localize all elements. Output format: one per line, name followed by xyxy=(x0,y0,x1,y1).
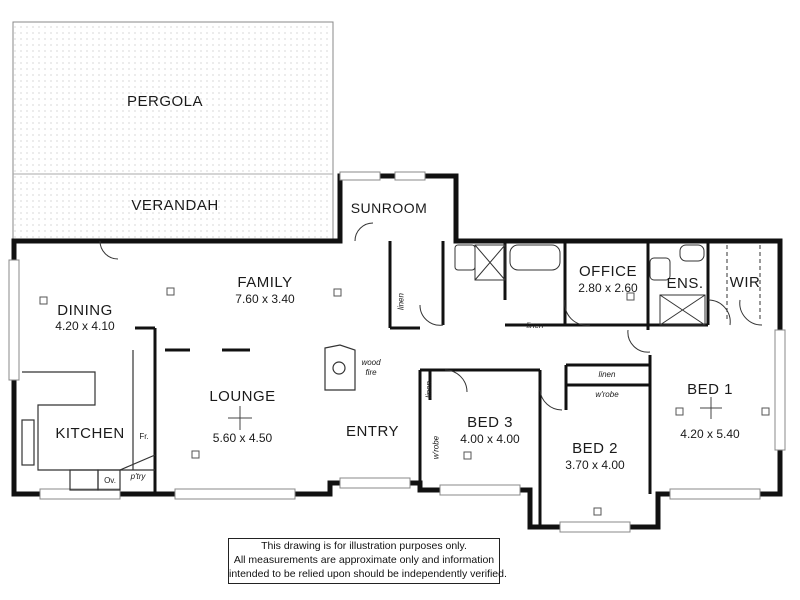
disclaimer-line-3: intended to be relied upon should be ind… xyxy=(229,568,507,580)
room-family-size: 7.60 x 3.40 xyxy=(235,292,295,306)
room-family-name: FAMILY xyxy=(237,274,293,291)
ceiling-fan-bed1 xyxy=(700,397,722,419)
room-ens-name: ENS. xyxy=(666,275,704,292)
kitchen-bench xyxy=(21,350,156,491)
fridge-label: Fr. xyxy=(139,432,149,441)
room-dining-name: DINING xyxy=(57,302,113,319)
room-verandah-name: VERANDAH xyxy=(131,197,219,214)
wood-fire-symbol xyxy=(324,344,356,391)
room-office-name: OFFICE xyxy=(579,263,637,280)
room-bed3-size: 4.00 x 4.00 xyxy=(460,432,520,446)
room-entry-name: ENTRY xyxy=(345,423,400,440)
room-bed2-name: BED 2 xyxy=(572,440,618,457)
door-swings xyxy=(99,222,763,411)
room-lounge-name: LOUNGE xyxy=(209,388,276,405)
room-kitchen-name: KITCHEN xyxy=(55,425,125,442)
oven-label: Ov. xyxy=(104,476,116,485)
verandah-area xyxy=(12,173,334,241)
linen-label-hall: linen xyxy=(424,381,434,398)
room-lounge-size: 5.60 x 4.50 xyxy=(212,431,273,445)
ceiling-fan-lounge xyxy=(228,406,252,430)
linen-label-bath: linen xyxy=(526,321,544,330)
disclaimer-line-2: All measurements are approximate only an… xyxy=(233,554,495,566)
windows xyxy=(8,171,786,533)
room-office-size: 2.80 x 2.60 xyxy=(578,281,638,295)
room-bed2-size: 3.70 x 4.00 xyxy=(565,458,625,472)
light-points xyxy=(39,287,770,516)
room-sunroom-name: SUNROOM xyxy=(350,200,428,216)
linen-label-sunroom: linen xyxy=(396,293,406,310)
room-bed1-size: 4.20 x 5.40 xyxy=(680,427,740,441)
wood-fire-label-1: wood xyxy=(361,358,381,367)
pergola-area xyxy=(12,21,334,175)
room-bed3-name: BED 3 xyxy=(467,414,513,431)
pantry-label: p'try xyxy=(130,472,146,481)
wood-fire-label-2: fire xyxy=(365,368,377,377)
disclaimer-box: This drawing is for illustration purpose… xyxy=(228,538,507,584)
bathroom-fixtures xyxy=(454,244,761,326)
wrobe-label-bed2: w'robe xyxy=(595,390,619,399)
linen-label-bed1: linen xyxy=(598,370,616,379)
room-wir-name: WIR xyxy=(729,274,761,291)
room-bed1-name: BED 1 xyxy=(687,381,733,398)
room-pergola-name: PERGOLA xyxy=(126,93,204,110)
room-dining-size: 4.20 x 4.10 xyxy=(55,319,115,333)
wrobe-label-bed3: w'robe xyxy=(431,435,441,460)
disclaimer-line-1: This drawing is for illustration purpose… xyxy=(261,540,467,552)
